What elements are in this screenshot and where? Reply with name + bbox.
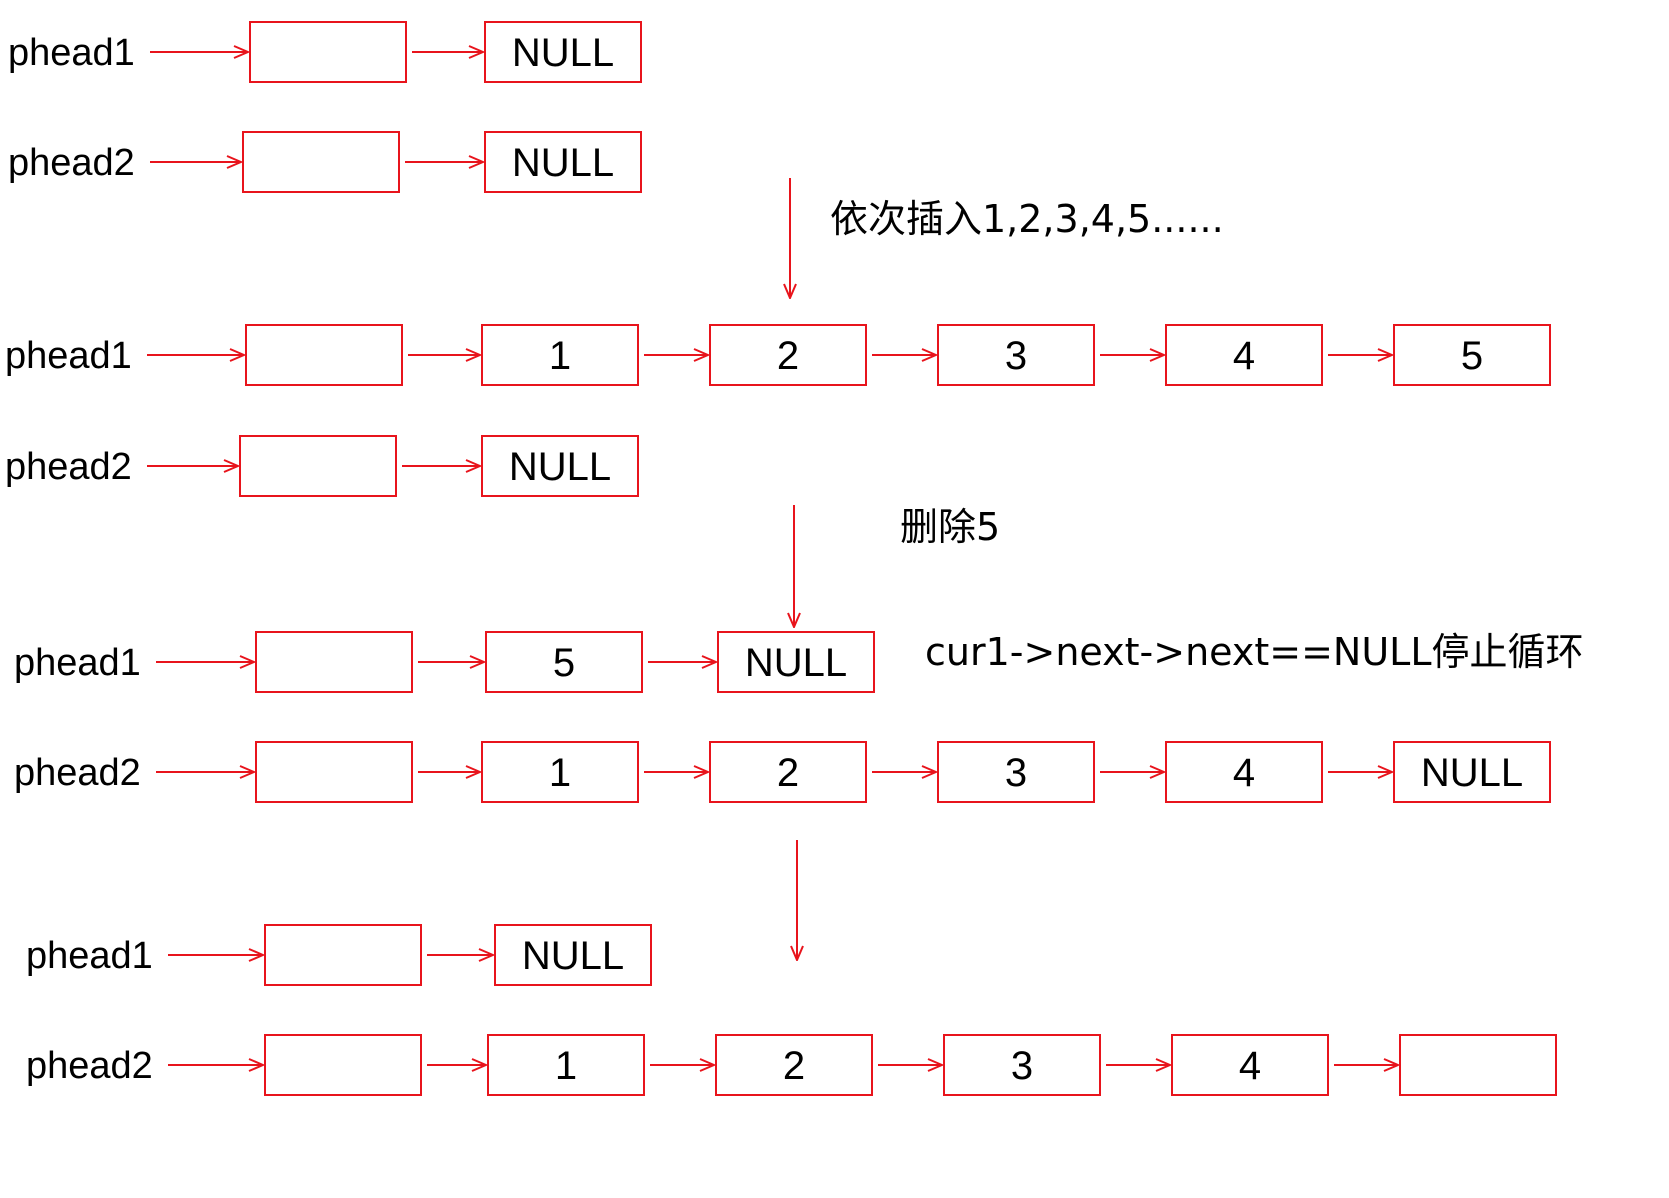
list-node-box bbox=[481, 741, 639, 803]
list-node-box bbox=[487, 1034, 645, 1096]
list-node-box bbox=[1171, 1034, 1329, 1096]
list-node-box bbox=[485, 631, 643, 693]
null-node-label: NULL bbox=[509, 445, 611, 489]
list-node-box bbox=[937, 741, 1095, 803]
stage-4: phead1 NULL phead2 1 2 3 4 bbox=[26, 924, 1557, 1096]
node-value-label: 3 bbox=[1005, 334, 1027, 378]
node-value-label: 4 bbox=[1239, 1044, 1261, 1088]
stage-2: phead1 1 2 3 4 5 phead2 NULL bbox=[5, 324, 1551, 497]
node-value-label: 2 bbox=[777, 334, 799, 378]
node-value-label: 2 bbox=[777, 751, 799, 795]
list-node-box bbox=[481, 324, 639, 386]
null-node-label: NULL bbox=[512, 141, 614, 185]
head-node-box bbox=[239, 435, 397, 497]
node-value-label: 5 bbox=[553, 641, 575, 685]
head-pointer-label: phead1 bbox=[14, 642, 141, 684]
list-node-box bbox=[1393, 324, 1551, 386]
null-node-box bbox=[717, 631, 875, 693]
head-node-box bbox=[264, 1034, 422, 1096]
head-node-box bbox=[242, 131, 400, 193]
list-node-box bbox=[937, 324, 1095, 386]
list-node-box bbox=[943, 1034, 1101, 1096]
head-pointer-label: phead2 bbox=[14, 752, 141, 794]
null-node-label: NULL bbox=[1421, 751, 1523, 795]
head-node-box bbox=[249, 21, 407, 83]
null-node-box bbox=[481, 435, 639, 497]
head-node-box bbox=[245, 324, 403, 386]
null-node-label: NULL bbox=[512, 31, 614, 75]
null-node-box bbox=[484, 21, 642, 83]
node-value-label: 1 bbox=[549, 334, 571, 378]
head-pointer-label: phead1 bbox=[5, 335, 132, 377]
null-node-box bbox=[494, 924, 652, 986]
list-node-box bbox=[709, 324, 867, 386]
transition-caption: 依次插入1,2,3,4,5...... bbox=[830, 197, 1224, 241]
transition-caption: 删除5 bbox=[900, 505, 1000, 549]
node-value-label: 5 bbox=[1461, 334, 1483, 378]
null-node-box bbox=[484, 131, 642, 193]
null-node-box bbox=[1393, 741, 1551, 803]
head-node-box bbox=[255, 631, 413, 693]
null-node-label: NULL bbox=[522, 934, 624, 978]
node-value-label: 1 bbox=[555, 1044, 577, 1088]
loop-condition-note: cur1->next->next==NULL停止循环 bbox=[925, 630, 1584, 674]
head-pointer-label: phead2 bbox=[8, 142, 135, 184]
node-value-label: 2 bbox=[783, 1044, 805, 1088]
head-node-box bbox=[264, 924, 422, 986]
node-value-label: 3 bbox=[1005, 751, 1027, 795]
node-value-label: 1 bbox=[549, 751, 571, 795]
node-value-label: 4 bbox=[1233, 334, 1255, 378]
head-node-box bbox=[255, 741, 413, 803]
list-node-box bbox=[1165, 741, 1323, 803]
head-pointer-label: phead1 bbox=[8, 32, 135, 74]
head-pointer-label: phead2 bbox=[26, 1045, 153, 1087]
node-value-label: 3 bbox=[1011, 1044, 1033, 1088]
head-pointer-label: phead2 bbox=[5, 446, 132, 488]
list-node-box bbox=[715, 1034, 873, 1096]
list-node-box bbox=[709, 741, 867, 803]
null-node-label: NULL bbox=[745, 641, 847, 685]
head-pointer-label: phead1 bbox=[26, 935, 153, 977]
node-value-label: 4 bbox=[1233, 751, 1255, 795]
list-node-box bbox=[1399, 1034, 1557, 1096]
list-node-box bbox=[1165, 324, 1323, 386]
